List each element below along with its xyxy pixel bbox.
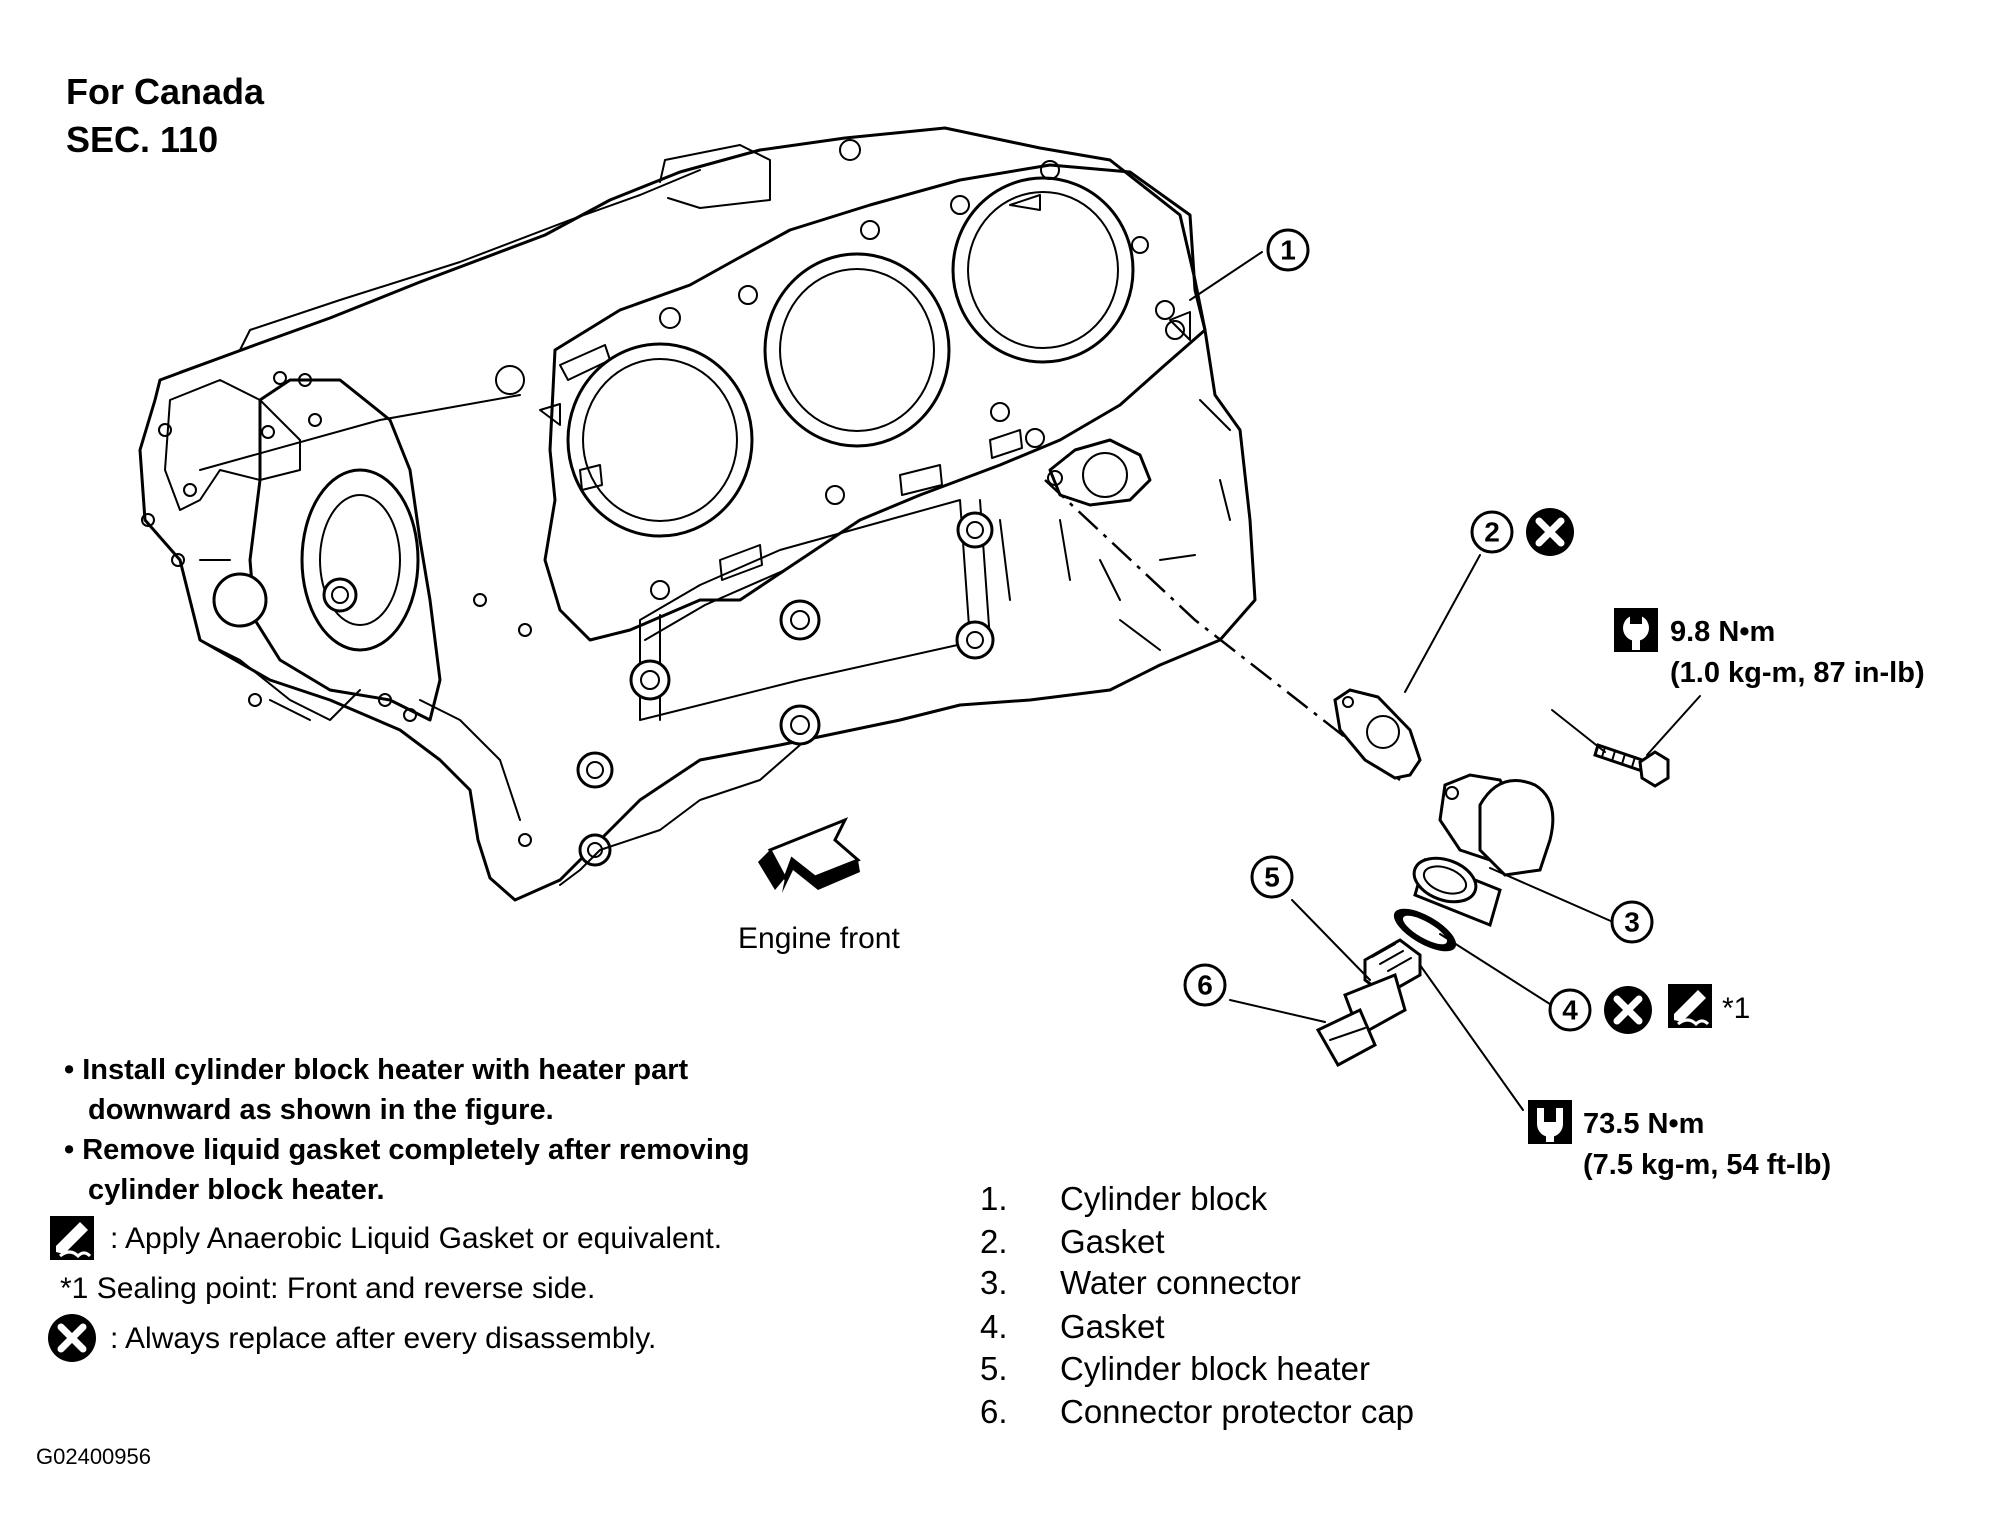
water-connector-illustration: [1412, 773, 1555, 928]
svg-text:1: 1: [1280, 235, 1296, 266]
svg-text:5: 5: [1264, 862, 1280, 893]
svg-text:4: 4: [1562, 995, 1578, 1026]
callout-leaders: [1189, 251, 1701, 1111]
svg-text:3: 3: [1624, 907, 1640, 938]
legend-name: Water connector: [1060, 1264, 1301, 1301]
gasket-2-illustration: [1333, 688, 1422, 780]
legend-name: Cylinder block heater: [1060, 1350, 1370, 1387]
figure-id: G02400956: [36, 1444, 151, 1469]
bolt-torque-alt: (1.0 kg-m, 87 in-lb): [1670, 657, 1925, 689]
bolt-axis-line: [1551, 709, 1606, 753]
heater-torque-value: 73.5 N•m: [1583, 1108, 1704, 1140]
heater-torque-alt: (7.5 kg-m, 54 ft-lb): [1583, 1149, 1831, 1181]
callout-5: 5: [1250, 855, 1294, 899]
callout-6: 6: [1183, 963, 1227, 1007]
instruction-2-line-2: cylinder block heater.: [88, 1174, 385, 1206]
callout-3: 3: [1610, 900, 1654, 944]
liquid-gasket-icon: [48, 1214, 96, 1262]
svg-text:2: 2: [1484, 517, 1500, 548]
gasket-4-illustration: [1393, 908, 1457, 952]
header-line-1: For Canada: [66, 71, 265, 112]
block-heater-illustration: [1315, 938, 1422, 1068]
gasket-note: : Apply Anaerobic Liquid Gasket or equiv…: [110, 1222, 722, 1255]
torque-wrench-icon: [1528, 1100, 1572, 1144]
legend-num: 1.: [980, 1180, 1008, 1217]
torque-wrench-icon: [1614, 608, 1658, 652]
svg-text:6: 6: [1197, 970, 1213, 1001]
instruction-1-line-1: • Install cylinder block heater with hea…: [64, 1054, 689, 1086]
legend-name: Connector protector cap: [1060, 1393, 1414, 1430]
bolt-illustration: [1593, 743, 1670, 788]
installation-centerline: [1044, 479, 1401, 781]
replace-note: : Always replace after every disassembly…: [110, 1322, 656, 1355]
liquid-gasket-icon: [1666, 982, 1714, 1030]
legend-num: 4.: [980, 1308, 1008, 1345]
sealing-ref-label: *1: [1722, 992, 1750, 1025]
replace-x-icon: [1604, 986, 1652, 1034]
instruction-1-line-2: downward as shown in the figure.: [88, 1094, 554, 1126]
engine-front-label: Engine front: [738, 922, 900, 955]
replace-x-icon: [1526, 508, 1574, 556]
parts-legend: 1. Cylinder block 2. Gasket 3. Water con…: [980, 1180, 1414, 1430]
sealing-note: *1 Sealing point: Front and reverse side…: [60, 1272, 595, 1305]
callout-2: 2: [1470, 510, 1514, 554]
callout-1: 1: [1266, 228, 1310, 272]
instruction-2-line-1: • Remove liquid gasket completely after …: [64, 1134, 749, 1166]
callout-4: 4: [1548, 988, 1592, 1032]
legend-num: 2.: [980, 1223, 1008, 1260]
replace-x-icon: [48, 1314, 96, 1362]
legend-num: 6.: [980, 1393, 1008, 1430]
header-line-2: SEC. 110: [66, 119, 218, 160]
legend-name: Gasket: [1060, 1223, 1165, 1260]
legend-name: Gasket: [1060, 1308, 1165, 1345]
legend-num: 5.: [980, 1350, 1008, 1387]
legend-num: 3.: [980, 1264, 1008, 1301]
bolt-torque-value: 9.8 N•m: [1670, 616, 1775, 648]
engine-front-arrow: [758, 817, 861, 893]
legend-name: Cylinder block: [1060, 1180, 1268, 1217]
cylinder-block-illustration: [138, 126, 1257, 902]
